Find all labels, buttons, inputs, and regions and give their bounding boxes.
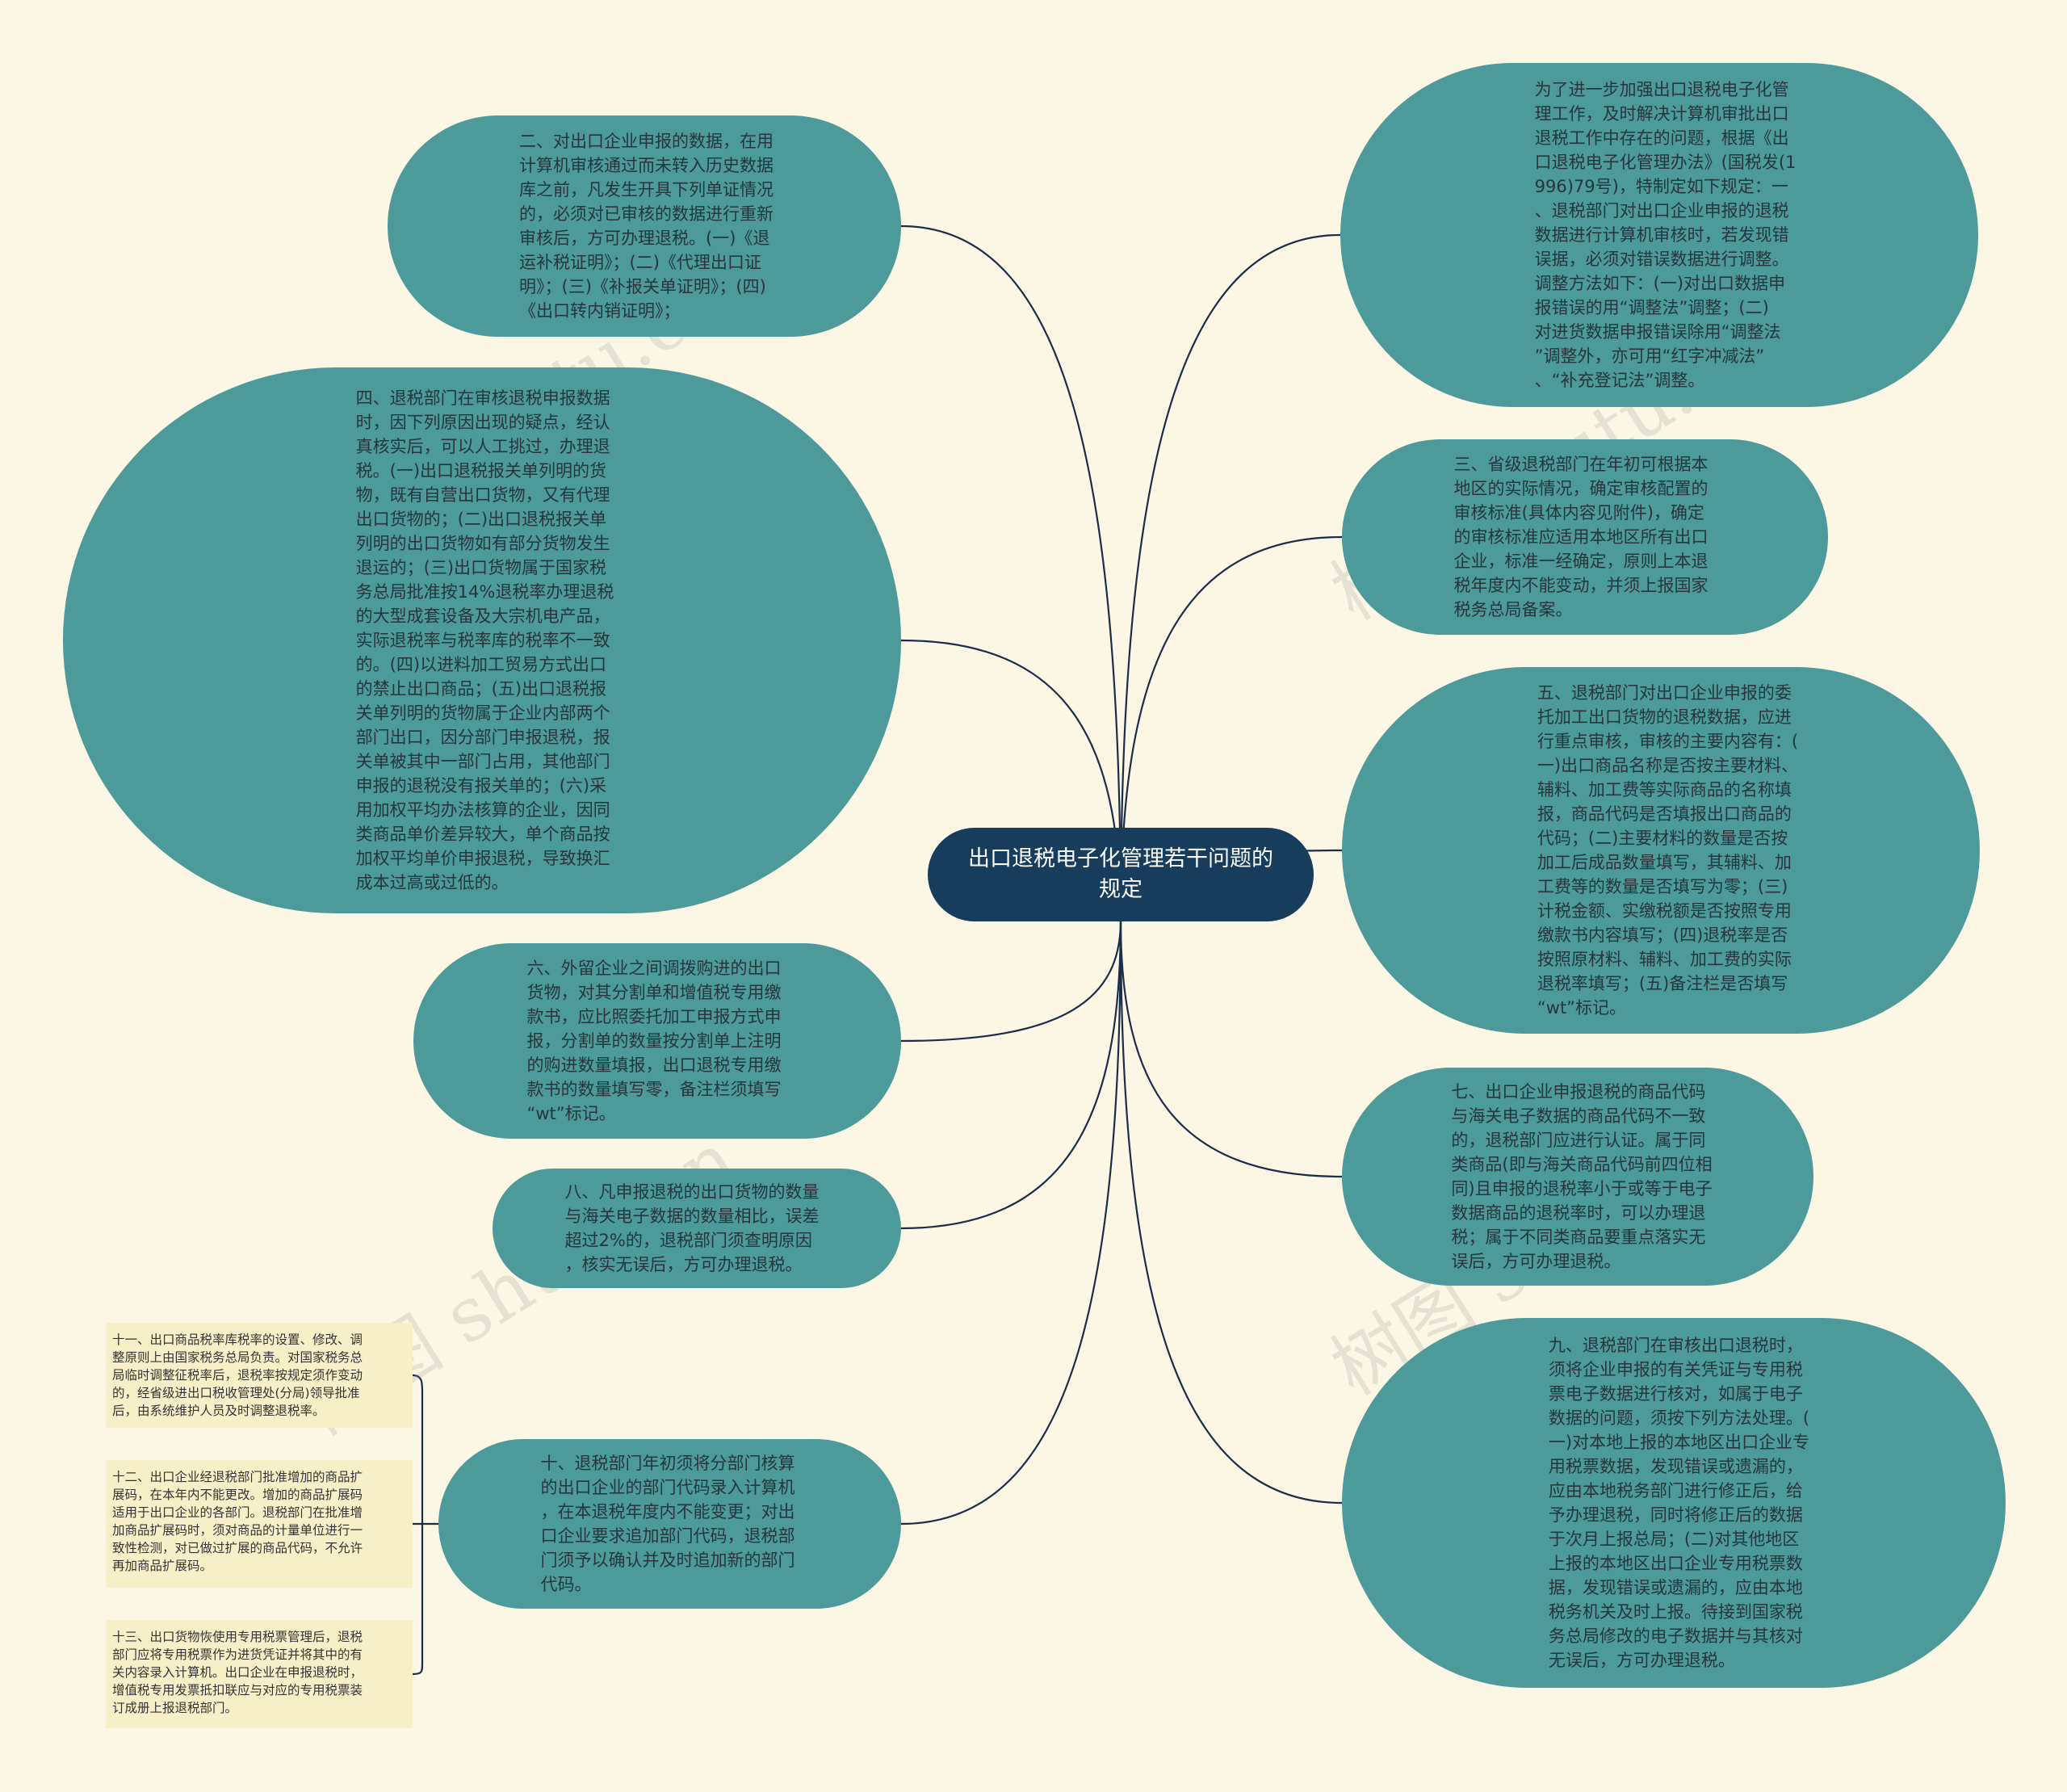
topic-node-9-text: 九、退税部门在审核出口退税时， 须将企业申报的有关凭证与专用税 票电子数据进行核… <box>1548 1336 1810 1670</box>
topic-node-10[interactable]: 十、退税部门年初须将分部门核算 的出口企业的部门代码录入计算机 ，在本退税年度内… <box>438 1439 901 1609</box>
note-13-text: 十三、出口货物恢使用专用税票管理后，退税 部门应将专用税票作为进货凭证并将其中的… <box>112 1630 363 1715</box>
edge-to-node-8 <box>900 920 1122 1230</box>
note-13[interactable]: 十三、出口货物恢使用专用税票管理后，退税 部门应将专用税票作为进货凭证并将其中的… <box>106 1620 413 1728</box>
topic-node-7-text: 七、出口企业申报退税的商品代码 与海关电子数据的商品代码不一致 的，退税部门应进… <box>1451 1082 1713 1271</box>
topic-node-4[interactable]: 四、退税部门在审核退税申报数据 时，因下列原因出现的疑点，经认 真核实后，可以人… <box>63 367 901 913</box>
topic-node-1[interactable]: 为了进一步加强出口退税电子化管 理工作，及时解决计算机审批出口 退税工作中存在的… <box>1340 63 1978 407</box>
topic-node-6-text: 六、外留企业之间调拨购进的出口 货物，对其分割单和增值税专用缴 款书，应比照委托… <box>526 959 782 1123</box>
topic-node-6[interactable]: 六、外留企业之间调拨购进的出口 货物，对其分割单和增值税专用缴 款书，应比照委托… <box>413 943 901 1139</box>
topic-node-4-text: 四、退税部门在审核退税申报数据 时，因下列原因出现的疑点，经认 真核实后，可以人… <box>355 388 614 892</box>
edge-to-node-9 <box>1119 920 1343 1505</box>
note-11[interactable]: 十一、出口商品税率库税率的设置、修改、调 整原则上由国家税务总局负责。对国家税务… <box>106 1323 413 1428</box>
edge-to-node-6 <box>900 920 1122 1043</box>
topic-node-5[interactable]: 五、退税部门对出口企业申报的委 托加工出口货物的退税数据，应进 行重点审核，审核… <box>1342 667 1980 1034</box>
edge-to-node-10 <box>900 920 1122 1526</box>
notes-bracket <box>412 1374 424 1676</box>
edge-to-node-7 <box>1119 920 1343 1178</box>
topic-node-2-text: 二、对出口企业申报的数据，在用 计算机审核通过而未转入历史数据 库之前，凡发生开… <box>519 132 774 321</box>
topic-node-2[interactable]: 二、对出口企业申报的数据，在用 计算机审核通过而未转入历史数据 库之前，凡发生开… <box>388 115 901 337</box>
topic-node-10-text: 十、退税部门年初须将分部门核算 的出口企业的部门代码录入计算机 ，在本退税年度内… <box>540 1454 795 1594</box>
central-topic-title: 出口退税电子化管理若干问题的规定 <box>968 846 1273 902</box>
topic-node-1-text: 为了进一步加强出口退税电子化管 理工作，及时解决计算机审批出口 退税工作中存在的… <box>1534 80 1797 390</box>
topic-node-3-text: 三、省级退税部门在年初可根据本 地区的实际情况，确定审核配置的 审核标准(具体内… <box>1453 455 1709 619</box>
topic-node-9[interactable]: 九、退税部门在审核出口退税时， 须将企业申报的有关凭证与专用税 票电子数据进行核… <box>1342 1318 2006 1688</box>
topic-node-7[interactable]: 七、出口企业申报退税的商品代码 与海关电子数据的商品代码不一致 的，退税部门应进… <box>1342 1068 1813 1286</box>
edge-to-node-2 <box>900 225 1122 921</box>
topic-node-8[interactable]: 八、凡申报退税的出口货物的数量 与海关电子数据的数量相比，误差 超过2%的，退税… <box>493 1169 901 1288</box>
topic-node-3[interactable]: 三、省级退税部门在年初可根据本 地区的实际情况，确定审核配置的 审核标准(具体内… <box>1342 439 1828 635</box>
note-12-text: 十二、出口企业经退税部门批准增加的商品扩 展码，在本年内不能更改。增加的商品扩展… <box>112 1470 363 1573</box>
topic-node-5-text: 五、退税部门对出口企业申报的委 托加工出口货物的退税数据，应进 行重点审核，审核… <box>1537 683 1799 1018</box>
edge-to-node-1 <box>1119 233 1341 921</box>
topic-node-8-text: 八、凡申报退税的出口货物的数量 与海关电子数据的数量相比，误差 超过2%的，退税… <box>564 1182 820 1274</box>
edge-to-node-3 <box>1119 535 1343 921</box>
note-11-text: 十一、出口商品税率库税率的设置、修改、调 整原则上由国家税务总局负责。对国家税务… <box>112 1332 363 1418</box>
central-topic[interactable]: 出口退税电子化管理若干问题的规定 <box>928 828 1314 921</box>
note-12[interactable]: 十二、出口企业经退税部门批准增加的商品扩 展码，在本年内不能更改。增加的商品扩展… <box>106 1460 413 1588</box>
